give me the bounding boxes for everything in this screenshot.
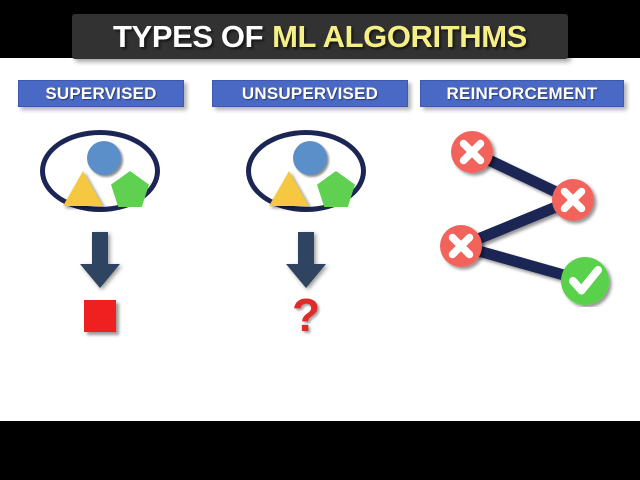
green-pentagon-icon (111, 171, 149, 207)
node-success (561, 257, 609, 305)
arrow-stem (298, 232, 314, 266)
category-label-supervised: SUPERVISED (45, 83, 157, 103)
yellow-triangle-icon (63, 171, 103, 206)
category-badge-unsupervised: UNSUPERVISED (212, 80, 408, 107)
title-banner: TYPES OF ML ALGORITHMS (72, 14, 568, 59)
arrow-stem (92, 232, 108, 266)
node-fail-1 (451, 131, 493, 173)
cross-icon (560, 187, 586, 213)
green-pentagon-icon (317, 171, 355, 207)
yellow-triangle-icon (269, 171, 309, 206)
question-mark-output-icon: ? (292, 289, 321, 341)
node-fail-3 (440, 225, 482, 267)
supervised-input-shape-group (40, 130, 160, 212)
category-badge-supervised: SUPERVISED (18, 80, 184, 107)
node-fail-2 (552, 179, 594, 221)
title-text-highlight: ML ALGORITHMS (272, 18, 527, 54)
category-badge-reinforcement: REINFORCEMENT (420, 80, 624, 107)
unsupervised-input-shape-group (246, 130, 366, 212)
checkmark-icon (569, 266, 602, 295)
category-label-reinforcement: REINFORCEMENT (446, 83, 598, 103)
unsupervised-down-arrow-icon (286, 232, 326, 288)
arrow-head (80, 264, 120, 288)
arrow-head (286, 264, 326, 288)
reinforcement-decision-graph (420, 122, 625, 307)
cross-icon (459, 139, 485, 165)
blue-circle-icon (87, 141, 121, 175)
blue-circle-icon (293, 141, 327, 175)
red-square-output-icon (84, 300, 116, 332)
title-text-primary: TYPES OF (113, 18, 264, 54)
supervised-down-arrow-icon (80, 232, 120, 288)
category-label-unsupervised: UNSUPERVISED (241, 83, 379, 103)
cross-icon (448, 233, 474, 259)
